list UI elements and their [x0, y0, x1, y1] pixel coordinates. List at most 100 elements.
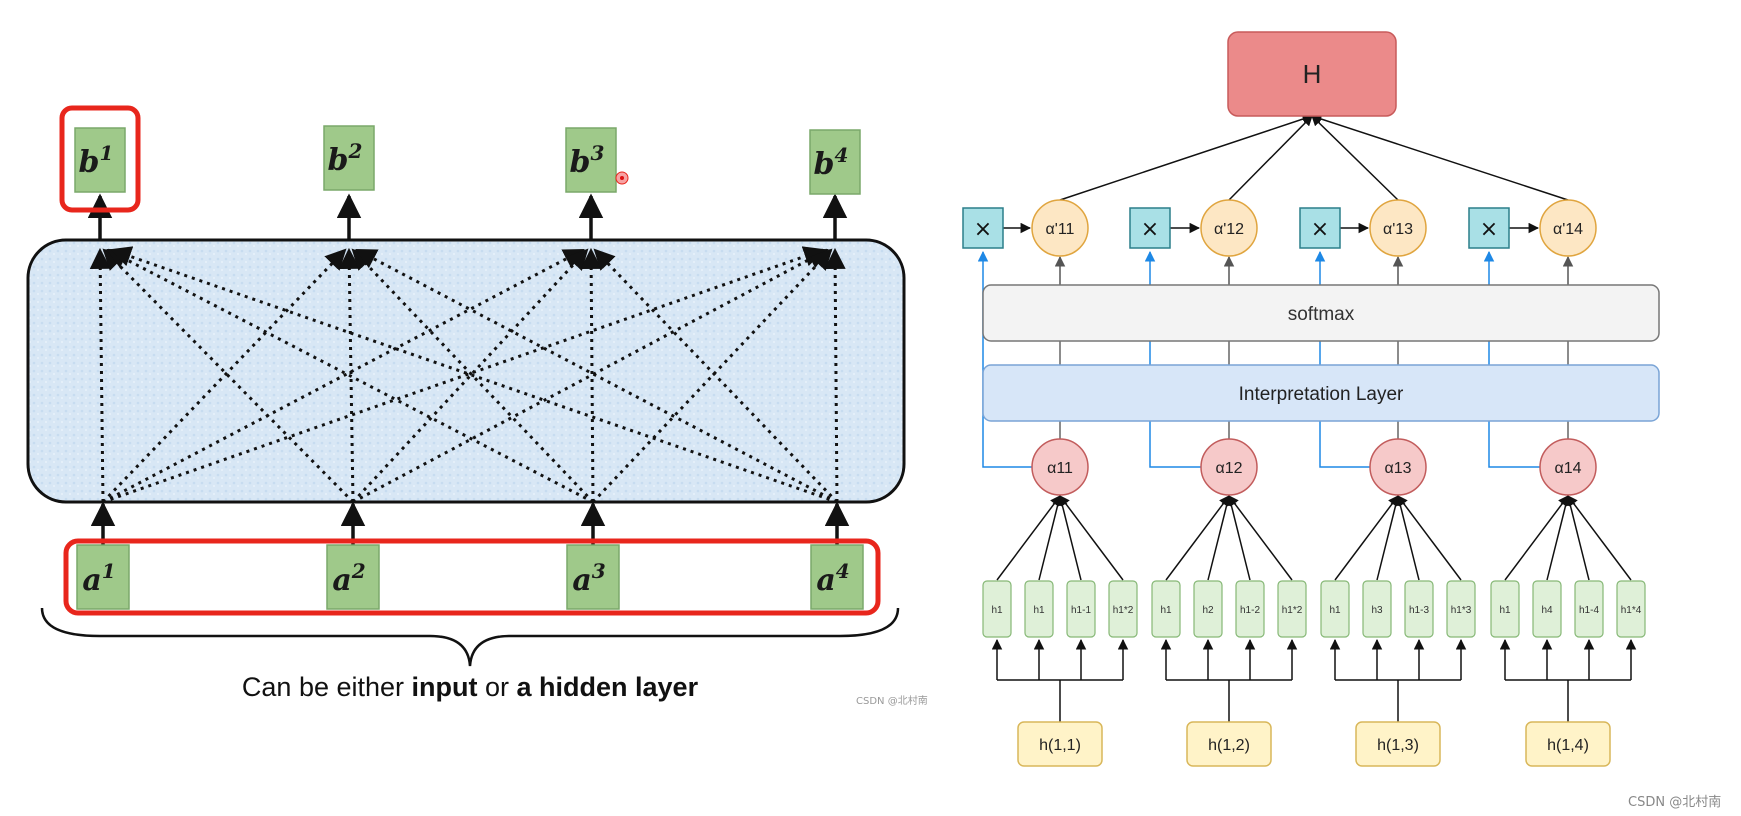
multiply-box	[1299, 207, 1341, 249]
source-box	[1355, 721, 1441, 767]
source-node-3: h(1,3)	[1355, 721, 1441, 767]
output-box-b3	[565, 127, 617, 193]
h-box-label: h1-2	[1240, 605, 1260, 616]
alpha-circle	[1031, 438, 1089, 496]
h-box-3-4: h1*3	[1446, 580, 1476, 638]
softmax-label: softmax	[1288, 304, 1355, 325]
h-box-1-3: h1-1	[1066, 580, 1096, 638]
link-alphaprime-to-h-2	[1228, 115, 1313, 201]
attention-link-a2-b4	[352, 248, 829, 504]
link-h-to-alpha-2-4	[1228, 495, 1293, 581]
input-label-a2: a2	[332, 559, 365, 598]
source-label: h(1,4)	[1547, 737, 1589, 754]
source-node-4: h(1,4)	[1525, 721, 1611, 767]
alpha-node-4: α14	[1539, 438, 1597, 496]
link-h-to-alpha-1-2	[1038, 494, 1063, 581]
h-box-label: h1	[1033, 605, 1045, 616]
h-box-rect	[1320, 580, 1350, 638]
output-label-b3: b3	[570, 141, 605, 180]
h-box-label: h4	[1541, 605, 1553, 616]
input-superscript: 4	[836, 559, 850, 583]
alpha-node-3: α13	[1369, 438, 1427, 496]
source-label: h(1,1)	[1039, 737, 1081, 754]
multiply-node-4: ×	[1468, 207, 1510, 249]
alpha-circle	[1539, 438, 1597, 496]
multiply-box	[1129, 207, 1171, 249]
attention-link-a1-b1	[89, 247, 111, 503]
h-box-rect	[1446, 580, 1476, 638]
caption-mid: or	[478, 672, 517, 702]
attention-link-a2-b3	[351, 248, 589, 504]
attention-link-a3-b1	[106, 248, 594, 504]
link-h-to-alpha-3-1	[1334, 495, 1399, 581]
h-box-label: h1*2	[1113, 605, 1134, 616]
alpha-prime-label: α'13	[1383, 221, 1413, 238]
h-box-4-2: h4	[1532, 580, 1562, 638]
alpha-node-1: α11	[1031, 438, 1089, 496]
output-superscript: 1	[100, 141, 114, 165]
h-output-label: H	[1303, 59, 1322, 89]
attention-link-a4-b3	[593, 248, 839, 504]
output-box-b4	[809, 129, 861, 195]
h-box-1-2: h1	[1024, 580, 1054, 638]
h-box-2-4: h1*2	[1277, 580, 1307, 638]
input-superscript: 1	[102, 559, 116, 583]
input-label-a1: a1	[82, 559, 115, 598]
alpha-prime-circle	[1200, 199, 1258, 257]
h-box-rect	[982, 580, 1012, 638]
input-node-a3: a3	[566, 544, 620, 610]
attention-connections	[89, 246, 846, 504]
output-node-b3: b3	[565, 127, 617, 193]
h-box-rect	[1277, 580, 1307, 638]
interpretation-panel: H softmax Interpretation Layer × α'11 α11 h…	[962, 31, 1721, 810]
link-h-to-alpha-1-1	[996, 495, 1061, 581]
h-box-label: h1	[991, 605, 1003, 616]
attention-link-a2-b2	[338, 247, 360, 503]
source-label: h(1,3)	[1377, 737, 1419, 754]
alpha-prime-circle	[1539, 199, 1597, 257]
multiply-node-3: ×	[1299, 207, 1341, 249]
output-box-b2	[323, 125, 375, 191]
alpha-prime-label: α'14	[1553, 221, 1583, 238]
output-box-b1	[74, 127, 126, 193]
multiply-symbol: ×	[974, 217, 992, 242]
watermark-left: CSDN @北村南	[856, 694, 928, 707]
h-box-rect	[1490, 580, 1520, 638]
alpha-prime-circle	[1031, 199, 1089, 257]
alpha-prime-node-2: α'12	[1200, 199, 1258, 257]
input-superscript: 3	[592, 559, 606, 583]
input-box-a3	[566, 544, 620, 610]
h-box-2-3: h1-2	[1235, 580, 1265, 638]
h-box-1-4: h1*2	[1108, 580, 1138, 638]
alpha-circle	[1200, 438, 1258, 496]
caption-pre: Can be either	[242, 672, 412, 702]
output-label-b4: b4	[814, 143, 849, 182]
input-node-a1: a1	[76, 544, 130, 610]
multiply-node-2: ×	[1129, 207, 1171, 249]
h-box-label: h1	[1499, 605, 1511, 616]
link-alphaprime-to-h-3	[1311, 115, 1399, 201]
h-box-label: h1	[1329, 605, 1341, 616]
input-superscript: 2	[351, 559, 366, 583]
output-superscript: 4	[835, 143, 849, 167]
interpretation-label: Interpretation Layer	[1239, 384, 1404, 405]
cursor-indicator-center	[620, 176, 624, 180]
source-label: h(1,2)	[1208, 737, 1250, 754]
h-box-rect	[1151, 580, 1181, 638]
h-box-rect	[1108, 580, 1138, 638]
input-base: a	[572, 563, 591, 598]
link-alphaprime-to-h-1	[1059, 114, 1313, 201]
input-node-a2: a2	[326, 544, 380, 610]
alpha-prime-label: α'11	[1046, 221, 1075, 238]
attention-link-a4-b4	[824, 247, 846, 503]
attention-link-a2-b1	[102, 248, 355, 504]
output-label-b1: b1	[79, 141, 114, 180]
link-h-to-alpha-3-4	[1397, 495, 1462, 581]
input-base: a	[332, 563, 351, 598]
b1-highlight-box	[59, 105, 141, 213]
link-alphaprime-to-h-4	[1311, 113, 1569, 201]
watermark-right: CSDN @北村南	[1628, 794, 1721, 810]
input-label-a3: a3	[572, 559, 605, 598]
source-node-2: h(1,2)	[1186, 721, 1272, 767]
